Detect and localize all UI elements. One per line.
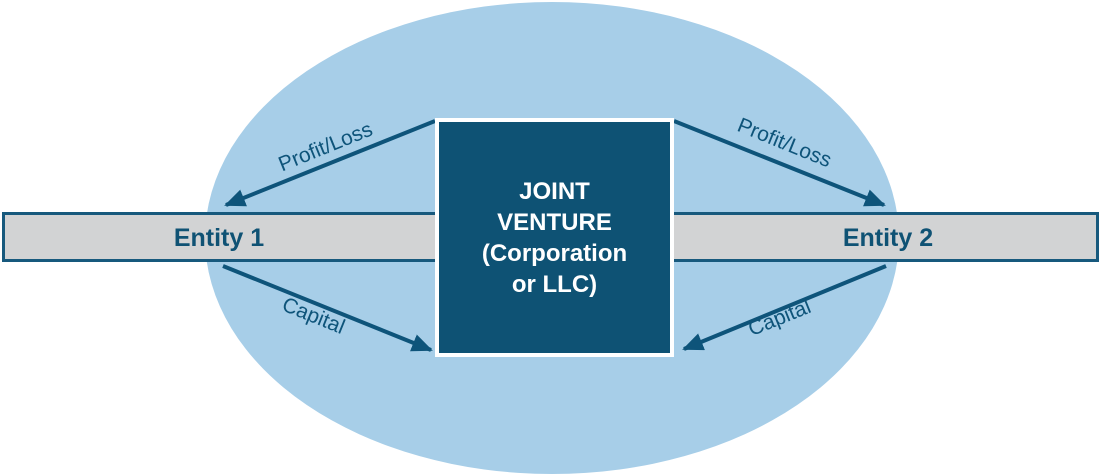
jv-box-line-2: VENTURE xyxy=(497,208,612,236)
jv-box-line-1: JOINT xyxy=(519,177,590,205)
capital-arrow-left xyxy=(222,264,433,352)
capital-arrow-right xyxy=(682,264,887,351)
jv-box-line-4: or LLC) xyxy=(511,270,598,298)
jv-box-line-3: (Corporation xyxy=(481,239,628,267)
profit-loss-arrow-right xyxy=(673,119,886,207)
entity-1-label: Entity 1 xyxy=(174,224,264,252)
joint-venture-box: JOINT VENTURE (Corporation or LLC) xyxy=(435,118,674,357)
profit-loss-arrow-left xyxy=(224,119,436,207)
entity-2-label: Entity 2 xyxy=(843,224,933,252)
